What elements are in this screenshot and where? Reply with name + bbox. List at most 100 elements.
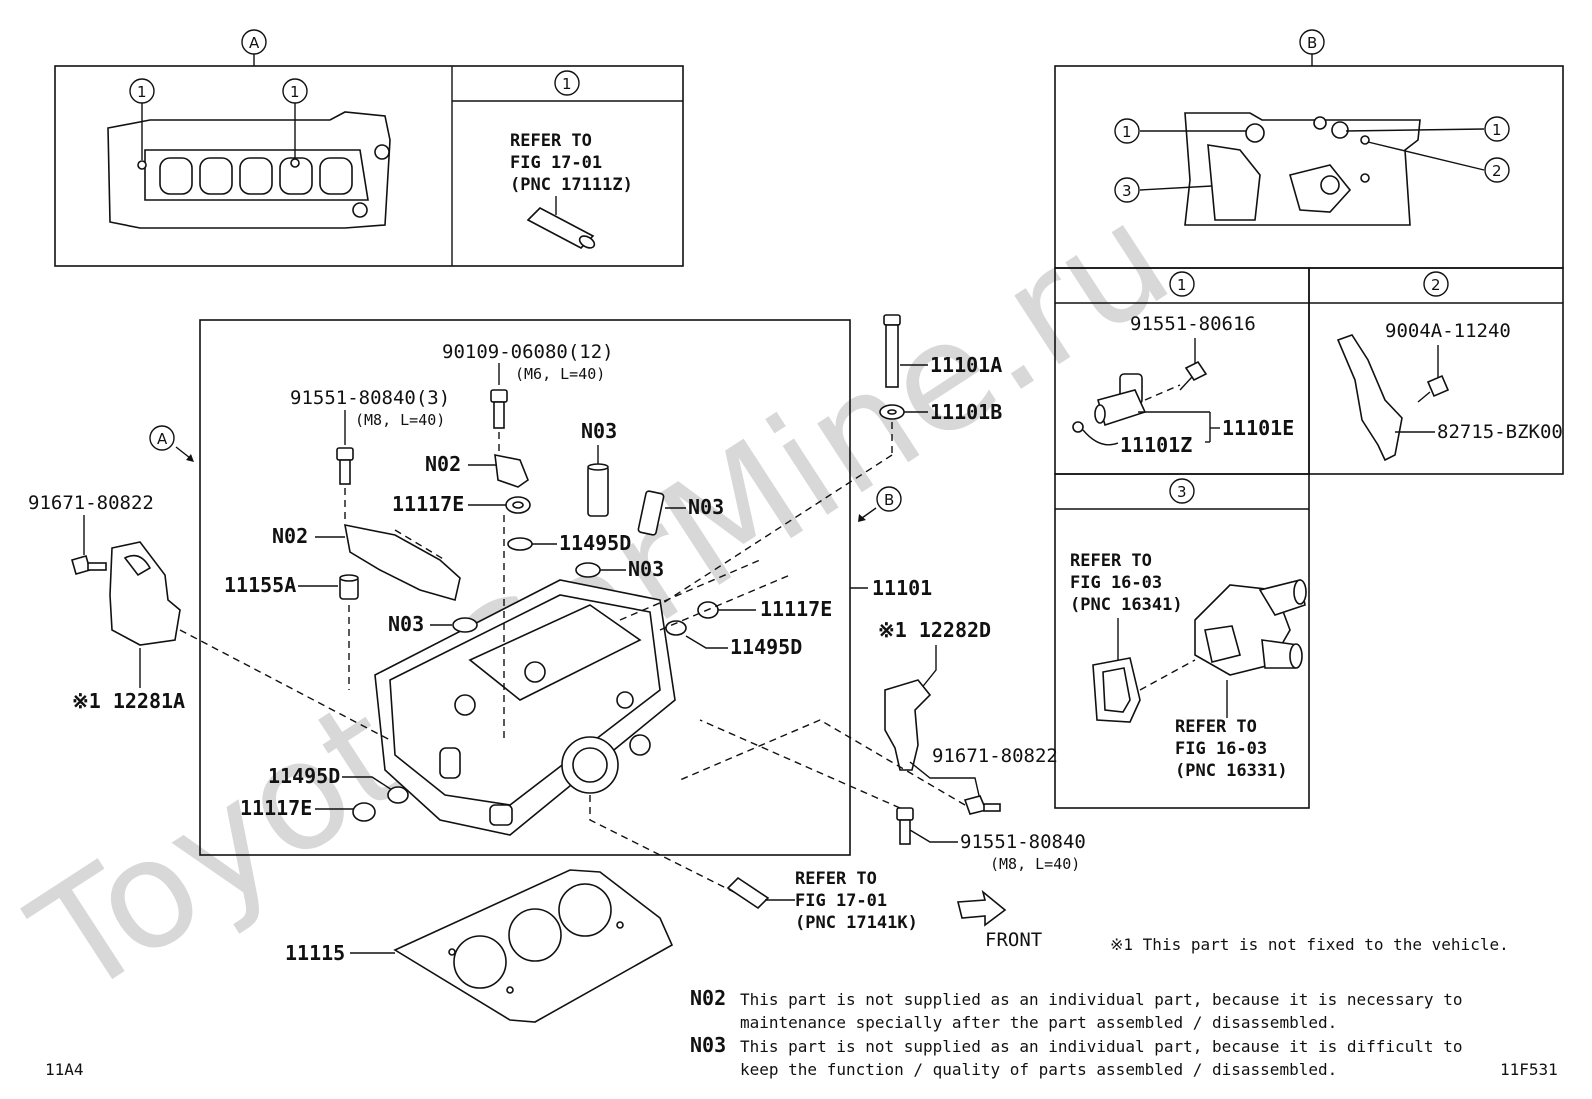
label-82715-bzk00: 82715-BZK00 xyxy=(1437,421,1563,443)
inset-b: B 1 2 3 xyxy=(1054,29,1564,809)
svg-text:2: 2 xyxy=(1431,276,1441,294)
note-n02-code: N02 xyxy=(690,986,726,1010)
label-n03-c: N03 xyxy=(628,557,664,581)
sub-callout-1: 1 xyxy=(554,70,580,96)
label-n03-a: N03 xyxy=(581,419,617,443)
label-91551-right: 91551-80840 xyxy=(960,831,1086,853)
label-11117e-b: 11117E xyxy=(760,597,832,621)
refer-bottom3: (PNC 17141K) xyxy=(795,913,918,933)
svg-text:1: 1 xyxy=(1177,276,1187,294)
front-label: FRONT xyxy=(985,929,1042,951)
stud-bolt xyxy=(526,207,596,249)
bolt-91671-right xyxy=(963,795,1001,815)
label-9004a-11240: 9004A-11240 xyxy=(1385,320,1511,342)
label-11117e-a: 11117E xyxy=(392,492,464,516)
label-90109-06080: 90109-06080(12) xyxy=(442,341,614,363)
svg-text:1: 1 xyxy=(137,83,147,101)
label-n02-b: N02 xyxy=(272,524,308,548)
valve-guide-a xyxy=(587,463,609,517)
callout-b-top: B xyxy=(1299,29,1325,55)
label-11101b: 11101B xyxy=(930,400,1002,424)
cam-position-sensor xyxy=(1094,373,1147,427)
label-11117e-c: 11117E xyxy=(240,796,312,820)
label-11101z: 11101Z xyxy=(1120,433,1192,457)
o-ring-a xyxy=(507,537,533,551)
stud-bolt-bottom xyxy=(726,876,770,910)
note-n03-line2: keep the function / quality of parts ass… xyxy=(740,1060,1337,1079)
p3-refer-b2: FIG 16-03 xyxy=(1175,739,1267,759)
callout-a-main: A xyxy=(149,425,194,462)
refer-to-line1: REFER TO xyxy=(510,131,592,151)
svg-text:3: 3 xyxy=(1177,483,1187,501)
label-n02-a: N02 xyxy=(425,452,461,476)
label-11101: 11101 xyxy=(872,576,932,600)
callout-a-top: A xyxy=(241,29,267,55)
note-n02-line1: This part is not supplied as an individu… xyxy=(740,990,1462,1009)
sub-callout-2b: 2 xyxy=(1423,271,1449,297)
stud-11101a xyxy=(883,314,901,388)
bracket-82715 xyxy=(1336,334,1403,462)
label-11495d-b: 11495D xyxy=(730,635,802,659)
p3-refer-b3: (PNC 16331) xyxy=(1175,761,1288,781)
label-12282d: ※1 12282D xyxy=(878,618,991,642)
note-n02-line2: maintenance specially after the part ass… xyxy=(740,1013,1337,1032)
svg-text:1: 1 xyxy=(290,83,300,101)
cylinder-head-top-view xyxy=(107,111,391,229)
label-11495d-a: 11495D xyxy=(559,531,631,555)
head-gasket-11115 xyxy=(393,869,674,1023)
refer-bottom1: REFER TO xyxy=(795,869,877,889)
p3-refer-a3: (PNC 16341) xyxy=(1070,595,1183,615)
svg-text:3: 3 xyxy=(1122,182,1132,200)
bracket-12281a xyxy=(109,541,181,646)
refer-to-line3: (PNC 17111Z) xyxy=(510,175,633,195)
seat-n03-c xyxy=(575,562,601,578)
label-91671-right: 91671-80822 xyxy=(932,745,1058,767)
spec-91551: (M8, L=40) xyxy=(355,411,445,429)
thermostat-housing xyxy=(1194,579,1307,676)
label-11115: 11115 xyxy=(285,941,345,965)
valve-guide-b xyxy=(637,490,665,536)
cylinder-head-main xyxy=(374,579,676,836)
p3-refer-a1: REFER TO xyxy=(1070,551,1152,571)
bracket-bolt xyxy=(1417,374,1450,403)
svg-text:1: 1 xyxy=(562,75,572,93)
sub-callout-3b: 3 xyxy=(1169,478,1195,504)
star-note: ※1 This part is not fixed to the vehicle… xyxy=(1110,935,1509,954)
seat-n03-d xyxy=(452,617,478,633)
callout-b-main: B xyxy=(858,486,902,522)
camshaft-bearing-cap-large xyxy=(343,523,461,602)
svg-text:1: 1 xyxy=(1122,123,1132,141)
label-91551-80840: 91551-80840(3) xyxy=(290,387,450,409)
label-11101a: 11101A xyxy=(930,353,1002,377)
label-91671-left: 91671-80822 xyxy=(28,492,154,514)
svg-text:1: 1 xyxy=(1492,121,1502,139)
label-11101e: 11101E xyxy=(1222,416,1294,440)
corner-right-code: 11F531 xyxy=(1500,1060,1558,1079)
svg-text:2: 2 xyxy=(1492,162,1502,180)
camshaft-bearing-cap-small xyxy=(494,453,529,488)
refer-to-line2: FIG 17-01 xyxy=(510,153,602,173)
svg-text:A: A xyxy=(249,34,260,52)
svg-text:A: A xyxy=(157,430,168,448)
note-n03-code: N03 xyxy=(690,1033,726,1057)
sub-callout-1b: 1 xyxy=(1169,271,1195,297)
o-ring-c xyxy=(387,786,409,804)
inset-a: A 1 1 1 REFER TO xyxy=(54,29,684,267)
bracket-12282d xyxy=(884,679,932,771)
spec-90109: (M6, L=40) xyxy=(515,365,605,383)
p3-refer-a2: FIG 16-03 xyxy=(1070,573,1162,593)
corner-left-code: 11A4 xyxy=(45,1060,84,1079)
valve-stem-seal-c xyxy=(352,802,376,822)
label-n03-d: N03 xyxy=(388,612,424,636)
p3-refer-b1: REFER TO xyxy=(1175,717,1257,737)
note-n03-line1: This part is not supplied as an individu… xyxy=(740,1037,1462,1056)
label-91551-80616: 91551-80616 xyxy=(1130,313,1256,335)
label-11155a: 11155A xyxy=(224,573,296,597)
svg-text:B: B xyxy=(1307,34,1317,52)
cylinder-head-side-view xyxy=(1184,112,1421,226)
bolt-91551 xyxy=(336,447,354,485)
front-arrow-icon xyxy=(956,889,1007,927)
label-11495d-c: 11495D xyxy=(268,764,340,788)
label-n03-b: N03 xyxy=(688,495,724,519)
